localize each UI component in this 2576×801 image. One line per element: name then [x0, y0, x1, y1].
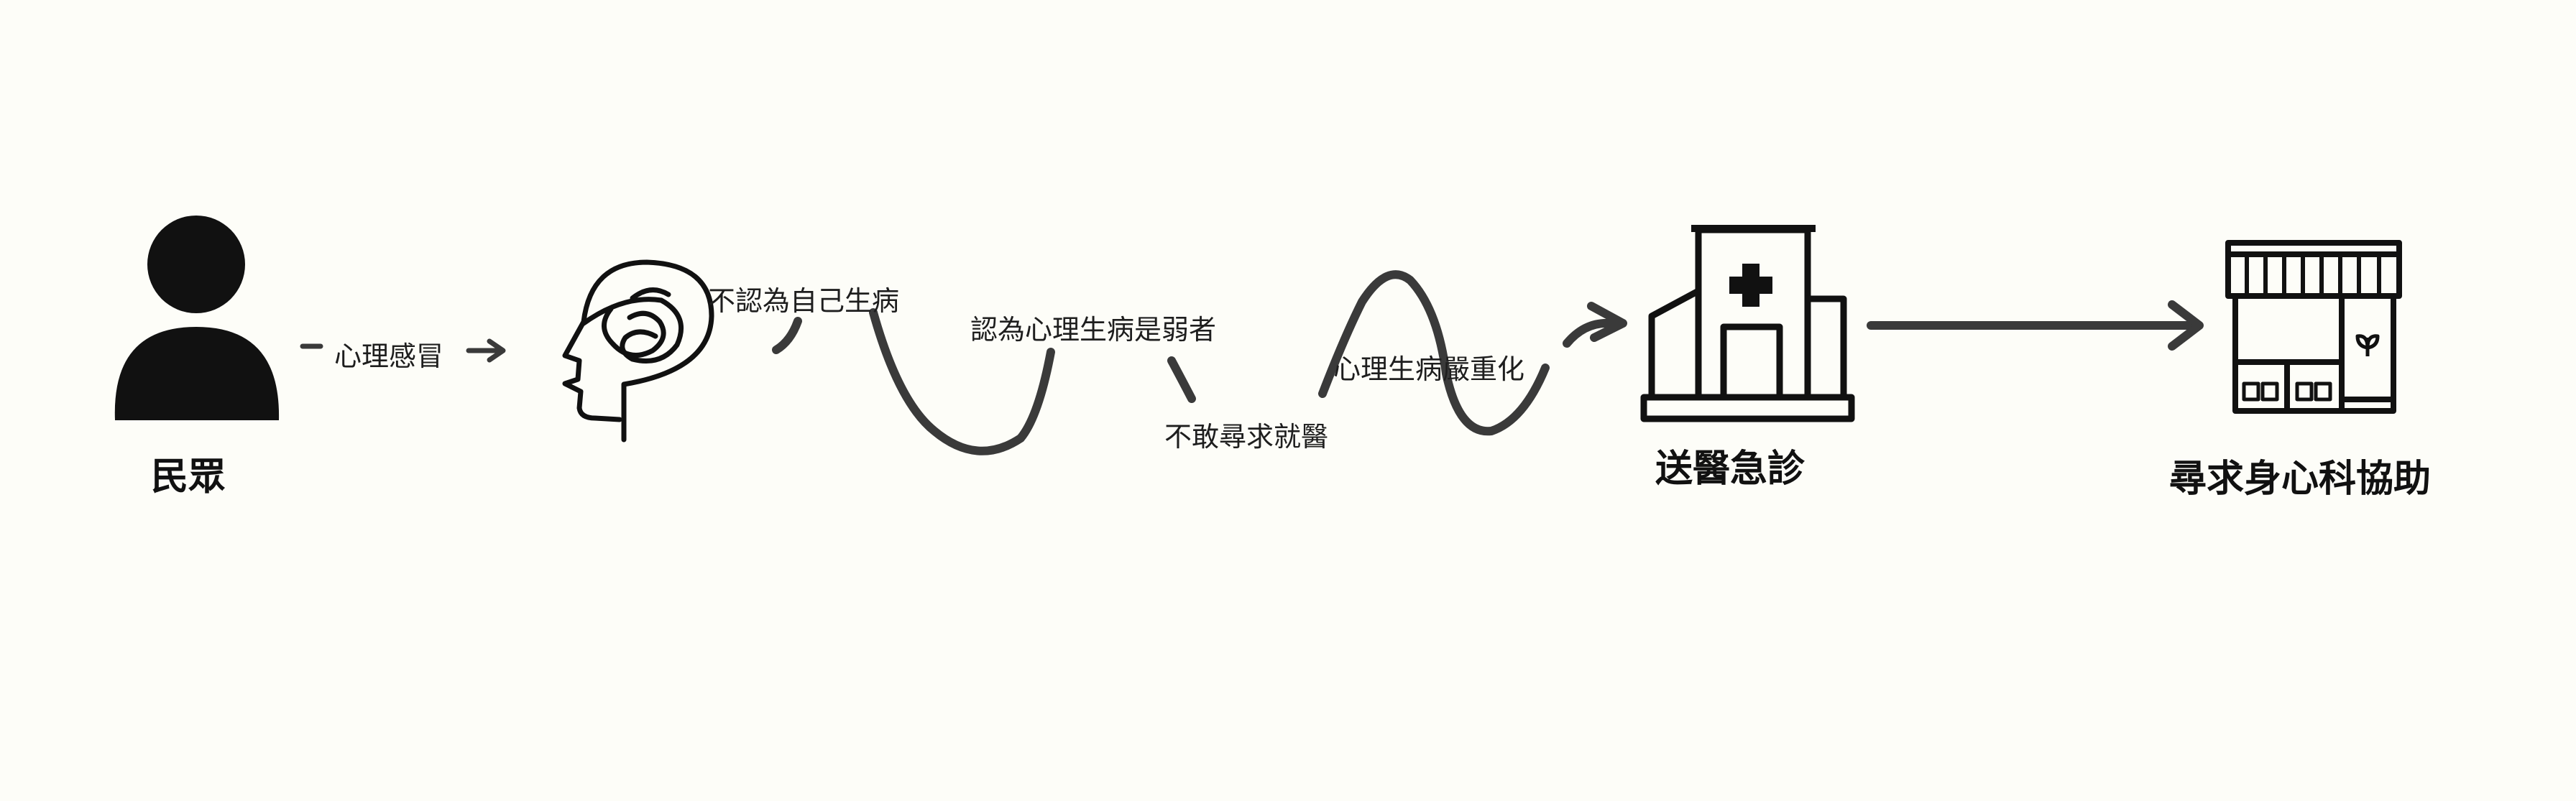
clinic-label: 尋求身心科協助 — [2169, 458, 2432, 501]
hospital-icon — [1640, 225, 1855, 422]
cold-edge-label: 心理感冒 — [334, 341, 444, 372]
wave-label-not-sick: 不認為自己生病 — [708, 285, 900, 317]
person-icon — [114, 216, 280, 420]
cold-arrow — [300, 338, 506, 363]
wave-arrow-head — [1563, 302, 1627, 348]
public-label: 民眾 — [151, 455, 226, 499]
hospital-label: 送醫急診 — [1655, 448, 1806, 491]
tangled-mind-head-icon — [562, 259, 714, 443]
referral-arrow — [1867, 300, 2204, 351]
clinic-storefront-icon — [2225, 240, 2402, 414]
progression-wave-line — [772, 270, 1550, 455]
wave-label-afraid: 不敢尋求就醫 — [1164, 421, 1329, 453]
wave-label-weak: 認為心理生病是弱者 — [970, 314, 1217, 346]
wave-label-worsen: 心理生病嚴重化 — [1333, 353, 1525, 385]
